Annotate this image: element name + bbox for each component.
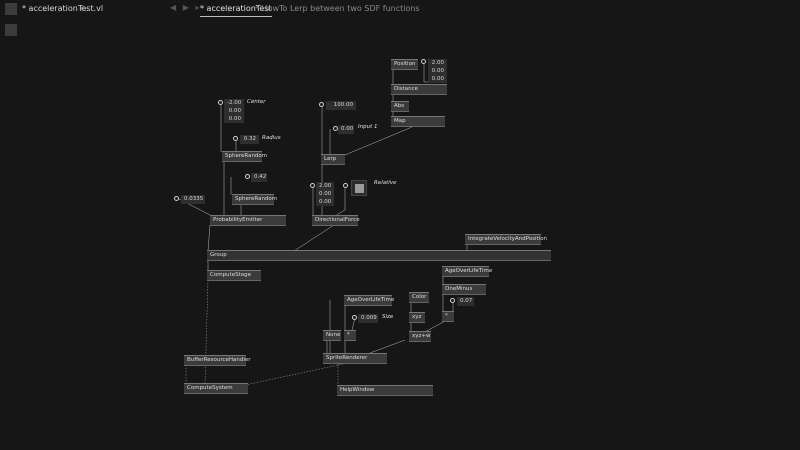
link-size-mult bbox=[351, 317, 356, 331]
sprite-renderer-node[interactable]: SpriteRenderer bbox=[323, 353, 387, 364]
emit-rate-pin[interactable] bbox=[174, 196, 179, 201]
radius-iobox[interactable]: 0.32 bbox=[240, 135, 259, 144]
fade-pin[interactable] bbox=[450, 298, 455, 303]
document-dropdown-icon[interactable]: v bbox=[80, 4, 85, 12]
tab-acceleration-test[interactable]: * accelerationTest bbox=[200, 4, 272, 17]
position-vector-iobox[interactable]: 2.00 0.00 0.00 bbox=[428, 59, 447, 83]
size-iobox[interactable]: 0.009 bbox=[358, 314, 378, 323]
center-pin[interactable] bbox=[218, 100, 223, 105]
sphere-value-iobox[interactable]: 0.42 bbox=[251, 173, 267, 182]
help-window-node[interactable]: HelpWindow bbox=[337, 385, 433, 396]
lerp-input-pin[interactable] bbox=[319, 102, 324, 107]
group-node[interactable]: Group bbox=[207, 250, 551, 261]
multiply-node[interactable]: * bbox=[344, 330, 356, 341]
sphere-value-pin[interactable] bbox=[245, 174, 250, 179]
relative-toggle[interactable] bbox=[351, 180, 367, 196]
input1-label: Input 1 bbox=[358, 124, 378, 130]
size-label: Size bbox=[382, 314, 394, 320]
compute-system-node[interactable]: ComputeSystem bbox=[184, 383, 248, 394]
sphere-random-node-2[interactable]: SphereRandom bbox=[232, 194, 277, 205]
buffer-resource-handler-node[interactable]: BufferResourceHandler bbox=[184, 355, 251, 366]
abs-node[interactable]: Abs bbox=[391, 101, 409, 112]
size-pin[interactable] bbox=[352, 315, 357, 320]
lerp-input-iobox[interactable]: 100.00 bbox=[326, 101, 356, 110]
xyz-w-node[interactable]: xyz+w bbox=[409, 331, 431, 342]
integrate-velocity-node[interactable]: IntegrateVelocityAndPosition bbox=[465, 234, 547, 245]
link-relative-directional bbox=[334, 188, 346, 217]
fade-iobox[interactable]: 0.07 bbox=[457, 297, 474, 306]
document-title[interactable]: * accelerationTest.vl bbox=[22, 4, 104, 13]
link-xyzw-sprite bbox=[369, 339, 406, 354]
age-over-lifetime-node[interactable]: AgeOverLifeTime bbox=[344, 295, 394, 306]
one-minus-node[interactable]: OneMinus bbox=[442, 284, 486, 295]
link-directional-group bbox=[293, 224, 335, 252]
link-compute-stage-system bbox=[204, 279, 209, 384]
link-emitter-group bbox=[207, 224, 211, 252]
directional-force-node[interactable]: DirectionalForce bbox=[312, 215, 360, 226]
position-vector-pin[interactable] bbox=[421, 59, 426, 64]
patch-menu-button[interactable] bbox=[5, 24, 17, 36]
link-map-lerp bbox=[344, 126, 413, 156]
distance-node[interactable]: Distance bbox=[391, 84, 447, 95]
sphere-random-node[interactable]: SphereRandom bbox=[222, 151, 267, 162]
multiply-node-2[interactable]: * bbox=[442, 311, 454, 322]
radius-pin[interactable] bbox=[233, 136, 238, 141]
app-menu-button[interactable] bbox=[5, 3, 17, 15]
relative-pin[interactable] bbox=[343, 183, 348, 188]
direction-iobox[interactable]: 2.00 0.00 0.00 bbox=[316, 182, 334, 206]
emit-rate-iobox[interactable]: 0.0335 bbox=[181, 195, 205, 204]
none-node[interactable]: None bbox=[323, 330, 341, 341]
input1-iobox[interactable]: 0.00 bbox=[338, 125, 354, 134]
direction-pin[interactable] bbox=[310, 183, 315, 188]
lerp-node[interactable]: Lerp bbox=[321, 154, 345, 165]
input1-pin[interactable] bbox=[333, 126, 338, 131]
compute-stage-node[interactable]: ComputeStage bbox=[207, 270, 261, 281]
title-bar: * accelerationTest.vl v ◀ ▶ ▸ * accelera… bbox=[0, 0, 800, 20]
age-over-lifetime-node-2[interactable]: AgeOverLifeTime bbox=[442, 266, 492, 277]
tab-howto-lerp[interactable]: * HowTo Lerp between two SDF functions bbox=[255, 4, 420, 13]
position-node[interactable]: Position bbox=[391, 59, 418, 70]
radius-label: Radius bbox=[262, 135, 281, 141]
nav-arrows-icon[interactable]: ◀ ▶ ▸ bbox=[170, 3, 202, 12]
map-node[interactable]: Map bbox=[391, 116, 445, 127]
center-label: Center bbox=[247, 99, 266, 105]
xyz-node[interactable]: xyz bbox=[409, 312, 425, 323]
link-mult2-xyzw bbox=[424, 320, 446, 333]
relative-label: Relative bbox=[374, 180, 397, 186]
color-node[interactable]: Color bbox=[409, 292, 429, 303]
probability-emitter-node[interactable]: ProbabilityEmitter bbox=[210, 215, 286, 226]
center-iobox[interactable]: -2.00 0.00 0.00 bbox=[224, 99, 244, 123]
